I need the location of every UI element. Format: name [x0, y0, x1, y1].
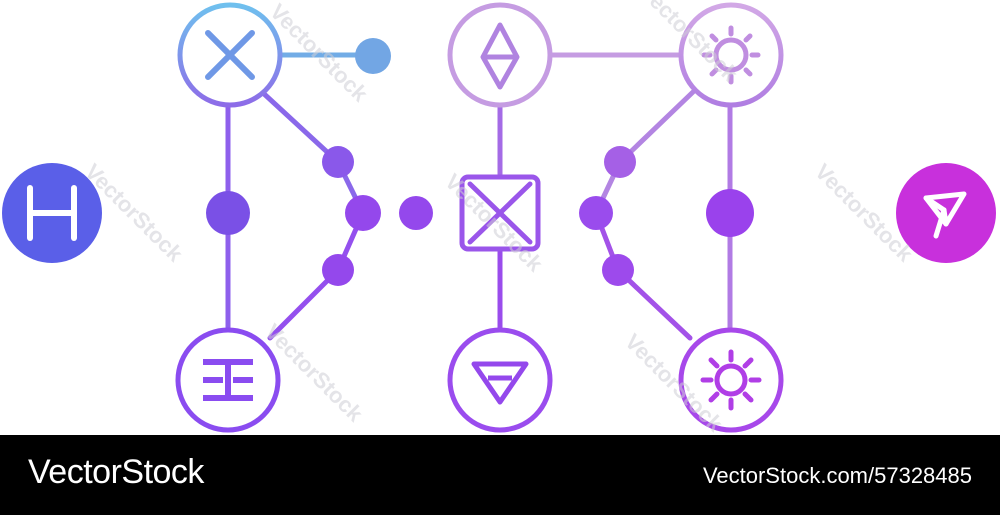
image-id-text: VectorStock.com/57328485	[702, 463, 972, 488]
x-mark-icon	[205, 30, 255, 80]
junction-dots	[206, 38, 754, 286]
junction-dot	[604, 146, 636, 178]
h-symbol-node	[2, 163, 102, 263]
junction-dot	[206, 191, 250, 235]
diamond-symbol-node	[447, 2, 553, 108]
crossed-box-node	[459, 174, 541, 252]
junction-dot	[322, 254, 354, 286]
x-symbol-node	[177, 2, 283, 108]
junction-dot	[399, 196, 433, 230]
gear-icon	[700, 349, 762, 411]
junction-dot	[602, 254, 634, 286]
circuit-symbol-diagram	[2, 2, 996, 433]
down-triangle-icon	[471, 361, 529, 405]
terminal-dot	[355, 38, 391, 74]
sun-icon	[701, 25, 761, 85]
crossed-box-icon	[467, 181, 533, 245]
junction-dot	[322, 146, 354, 178]
junction-dot	[706, 189, 754, 237]
gear-symbol-node	[678, 327, 784, 433]
junction-dot	[345, 195, 381, 231]
stock-footer-bar: VectorStock VectorStock.com/57328485	[0, 435, 1000, 515]
sun-symbol-node	[678, 2, 784, 108]
triangle-symbol-node	[447, 327, 553, 433]
bars-symbol-node	[175, 327, 281, 433]
diamond-icon	[480, 22, 520, 90]
letter-h-icon	[27, 185, 77, 241]
bars-icon	[203, 359, 253, 401]
kite-symbol-node	[896, 163, 996, 263]
kite-icon	[923, 191, 967, 239]
brand-logo-text: VectorStock	[28, 453, 204, 491]
junction-dot	[579, 196, 613, 230]
